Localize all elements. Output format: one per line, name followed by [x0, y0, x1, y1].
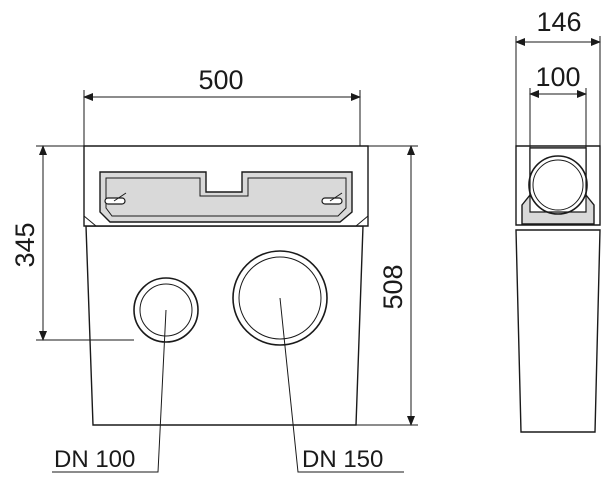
front-grate-inner: [105, 177, 347, 217]
front-grate-slot-left: [104, 197, 126, 205]
label-dn100: DN 100: [54, 446, 135, 473]
side-body: [515, 229, 601, 433]
front-grate-slot-right: [321, 197, 343, 205]
side-grate-channel: [529, 147, 587, 213]
front-body: [85, 225, 364, 426]
front-view: 500 345 508 DN 100 DN 150: [10, 65, 418, 473]
label-dn150: DN 150: [302, 446, 383, 473]
pipe-dn150-outer: [232, 250, 328, 346]
pipe-dn100-inner: [139, 283, 193, 337]
front-grate-slot-marks: [113, 192, 343, 202]
front-frame-lip: [83, 146, 369, 227]
pipe-dn100-outer: [133, 277, 199, 343]
dim-345-text: 345: [10, 222, 40, 267]
dim-500-text: 500: [198, 65, 243, 95]
dim-508-text: 508: [378, 264, 408, 309]
leader-dn150: [279, 297, 404, 473]
dim-100-text: 100: [535, 62, 580, 92]
pipe-dn150-inner: [238, 256, 322, 340]
side-pipe-outer: [528, 155, 588, 215]
side-pipe-inner: [532, 159, 584, 211]
front-grate: [99, 171, 353, 223]
dim-146-text: 146: [536, 7, 581, 37]
leader-dn100: [52, 309, 167, 473]
side-view: 146 100: [515, 7, 601, 433]
